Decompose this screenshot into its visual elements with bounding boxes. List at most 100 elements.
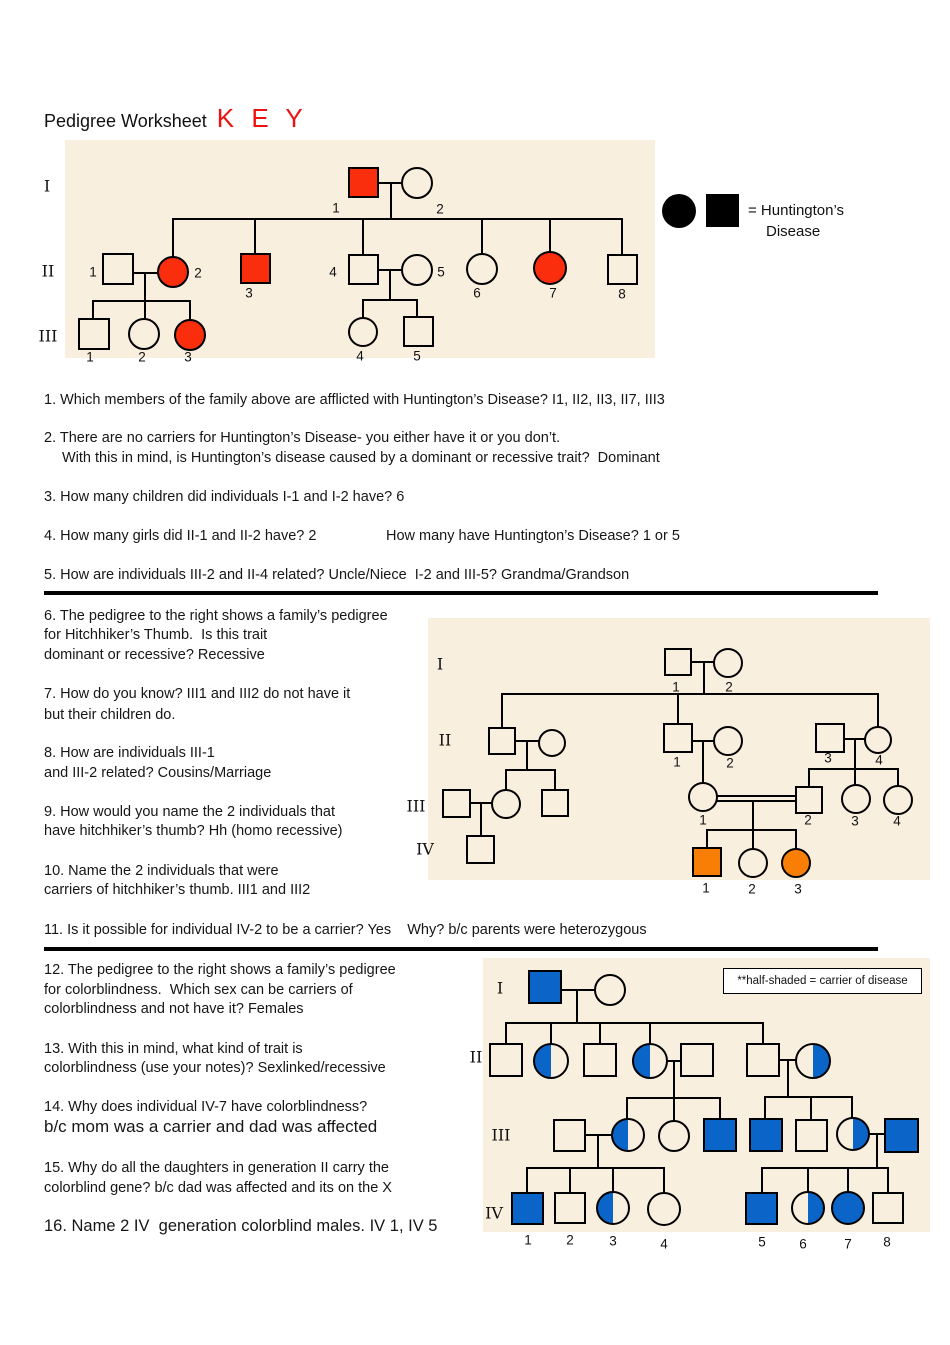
question-10-line2: carriers of hitchhiker’s thumb. III1 and… [44, 882, 311, 898]
question-13-line2: colorblindness (use your notes)? Sexlink… [44, 1060, 386, 1076]
colorblind-pedigree-connector-33 [886, 1166, 890, 1194]
colorblind-pedigree-connector-15 [786, 1058, 790, 1099]
huntington-pedigree-member-label-II-7: 7 [549, 285, 557, 301]
hitchhiker-pedigree-connector-9 [504, 768, 508, 791]
hitchhiker-pedigree-connector-20 [479, 801, 483, 836]
colorblind-pedigree-member-III-5 [749, 1118, 783, 1152]
huntington-pedigree-member-II-5 [401, 254, 433, 286]
huntington-pedigree-member-II-3 [239, 252, 271, 284]
question-4-part1: 4. How many girls did II-1 and II-2 have… [44, 528, 317, 544]
question-4-part2: How many have Huntington’s Disease? 1 or… [386, 528, 680, 544]
hitchhiker-pedigree-connector-22 [716, 799, 797, 803]
huntington-pedigree-connector-3 [171, 217, 175, 258]
hitchhiker-pedigree-member-label-I-1: 1 [672, 679, 680, 695]
hitchhiker-pedigree-generation-label-I: I [436, 654, 444, 674]
colorblind-pedigree-generation-label-IV: IV [485, 1203, 503, 1223]
colorblind-pedigree-connector-24 [568, 1166, 572, 1194]
hitchhiker-pedigree-member-I-1 [664, 648, 692, 676]
question-12-line1: 12. The pedigree to the right shows a fa… [44, 962, 396, 978]
question-6-line2: for Hitchhiker’s Thumb. Is this trait [44, 627, 268, 643]
colorblind-pedigree-member-label-IV-3: 3 [609, 1233, 617, 1249]
hitchhiker-pedigree-connector-0 [690, 660, 715, 664]
title-text: Pedigree Worksheet [44, 111, 207, 131]
huntington-pedigree-generation-label-II: II [41, 261, 55, 281]
hitchhiker-pedigree-member-label-III-1: 1 [699, 812, 707, 828]
question-5: 5. How are individuals III-2 and II-4 re… [44, 567, 630, 583]
huntington-legend-line2: Disease [766, 223, 821, 240]
hitchhiker-pedigree-connector-16 [807, 767, 811, 788]
hitchhiker-pedigree-member-II-b [538, 729, 566, 757]
colorblind-pedigree-member-label-IV-4: 4 [660, 1236, 668, 1252]
hitchhiker-pedigree-member-label-IV-1: 1 [702, 880, 710, 896]
hitchhiker-pedigree-generation-label-IV: IV [416, 839, 434, 859]
question-12-line3: colorblindness and not have it? Females [44, 1001, 304, 1017]
hitchhiker-pedigree-member-II-2 [713, 726, 743, 756]
hitchhiker-pedigree-member-label-IV-3: 3 [794, 881, 802, 897]
hitchhiker-pedigree-connector-2 [500, 692, 880, 696]
hitchhiker-pedigree-connector-14 [853, 737, 857, 771]
huntington-pedigree-member-label-III-3: 3 [184, 349, 192, 365]
question-3: 3. How many children did individuals I-1… [44, 489, 405, 505]
colorblind-pedigree-member-III-8 [883, 1117, 919, 1153]
huntington-pedigree-connector-12 [91, 299, 95, 320]
colorblind-pedigree-connector-19 [850, 1095, 854, 1119]
colorblind-pedigree-connector-6 [648, 1021, 652, 1045]
colorblind-pedigree-connector-16 [763, 1095, 854, 1099]
huntington-pedigree-connector-10 [143, 271, 147, 303]
colorblind-pedigree-member-I-1 [528, 970, 562, 1004]
colorblind-pedigree-connector-11 [625, 1096, 629, 1120]
colorblind-pedigree-connector-12 [672, 1096, 676, 1122]
huntington-pedigree-connector-1 [389, 181, 393, 221]
colorblind-pedigree-member-III-7 [836, 1117, 870, 1151]
hitchhiker-pedigree-member-IV-1 [692, 847, 722, 877]
question-2-line1: 2. There are no carriers for Huntington’… [44, 430, 561, 446]
huntington-pedigree-member-II-7 [533, 251, 567, 285]
hitchhiker-pedigree-member-label-II-2: 2 [726, 755, 734, 771]
huntington-pedigree-member-I-2 [401, 167, 433, 199]
hitchhiker-pedigree-member-label-II-3: 3 [824, 750, 832, 766]
huntington-pedigree-member-label-II-1: 1 [89, 264, 97, 280]
colorblind-pedigree-generation-label-III: III [491, 1125, 511, 1145]
colorblind-legend-text: **half-shaded = carrier of disease [737, 975, 908, 987]
huntington-pedigree-connector-13 [143, 299, 147, 320]
huntington-pedigree-member-label-III-1: 1 [86, 349, 94, 365]
hitchhiker-pedigree-connector-27 [794, 828, 798, 850]
colorblind-pedigree-member-IV-2 [554, 1192, 586, 1224]
question-10-line1: 10. Name the 2 individuals that were [44, 863, 279, 879]
huntington-pedigree-member-III-1 [78, 318, 110, 350]
question-1: 1. Which members of the family above are… [44, 392, 665, 408]
colorblind-pedigree-member-II-6 [746, 1043, 780, 1077]
hitchhiker-pedigree-member-label-IV-2: 2 [748, 881, 756, 897]
colorblind-pedigree-connector-26 [662, 1166, 666, 1194]
hitchhiker-pedigree-connector-10 [553, 768, 557, 791]
huntington-pedigree-member-II-2 [157, 256, 189, 288]
hitchhiker-pedigree-connector-23 [751, 799, 755, 832]
hitchhiker-pedigree-member-III-1 [688, 782, 718, 812]
hitchhiker-pedigree-member-IV-2 [738, 848, 768, 878]
colorblind-pedigree-connector-4 [549, 1021, 553, 1045]
huntington-pedigree-member-I-1 [347, 166, 379, 198]
colorblind-pedigree-member-label-IV-5: 5 [758, 1234, 766, 1250]
colorblind-pedigree-member-IV-6 [791, 1191, 825, 1225]
legend-affected-male-icon [706, 194, 739, 227]
colorblind-pedigree-member-III-6 [794, 1118, 828, 1152]
question-6-line1: 6. The pedigree to the right shows a fam… [44, 608, 388, 624]
huntington-pedigree-member-label-II-5: 5 [437, 264, 445, 280]
colorblind-pedigree-connector-2 [504, 1021, 765, 1025]
question-8-line2: and III-2 related? Cousins/Marriage [44, 765, 272, 781]
colorblind-pedigree-member-IV-3 [596, 1191, 630, 1225]
colorblind-pedigree-member-II-1 [489, 1043, 523, 1077]
colorblind-pedigree-member-IV-4 [647, 1192, 681, 1226]
hitchhiker-pedigree-connector-15 [807, 767, 900, 771]
colorblind-pedigree-connector-13 [718, 1096, 722, 1120]
question-12-line2: for colorblindness. Which sex can be car… [44, 982, 353, 998]
colorblind-pedigree-member-II-4 [632, 1043, 668, 1079]
hitchhiker-pedigree-member-II-a [488, 727, 516, 755]
question-6-line3: dominant or recessive? Recessive [44, 647, 265, 663]
huntington-pedigree-connector-19 [415, 298, 419, 318]
hitchhiker-pedigree-generation-label-II: II [438, 730, 452, 750]
colorblind-pedigree-generation-label-II: II [469, 1047, 483, 1067]
huntington-pedigree-connector-7 [548, 217, 552, 253]
huntington-pedigree-member-label-III-2: 2 [138, 349, 146, 365]
